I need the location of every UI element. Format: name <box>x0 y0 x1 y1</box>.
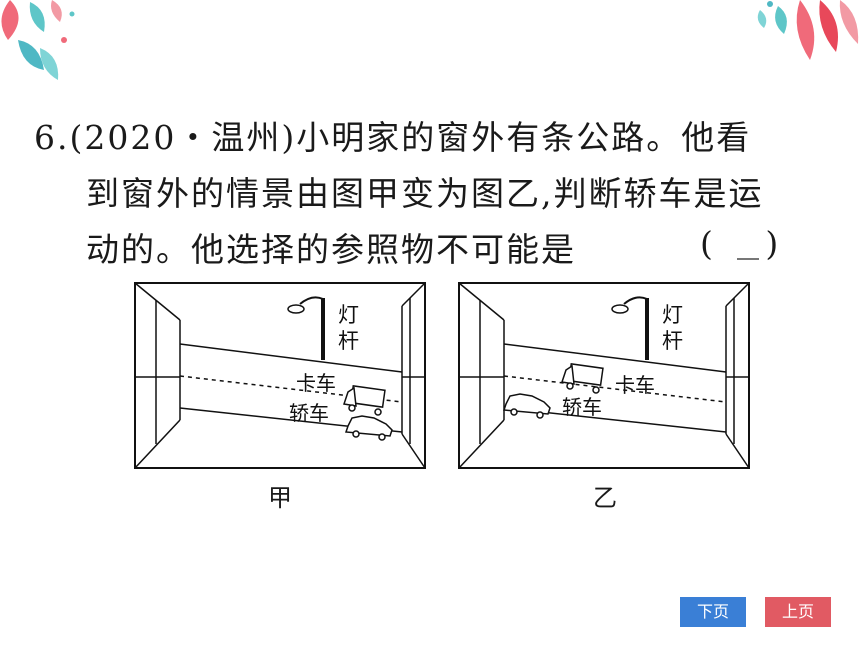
lamp-label-1: 灯 <box>662 303 683 327</box>
prev-page-button[interactable]: 上页 <box>765 597 831 627</box>
question-number: 6. <box>34 118 70 157</box>
lamp-label-1: 灯 <box>338 303 359 327</box>
car-icon <box>502 393 551 419</box>
question-line-3: 动的。他选择的参照物不可能是 <box>86 230 576 269</box>
car-label: 轿车 <box>562 395 602 419</box>
question-text: 6.(2020・温州)小明家的窗外有条公路。他看 到窗外的情景由图甲变为图乙,判… <box>34 110 824 278</box>
figure-caption-yi: 乙 <box>593 484 617 512</box>
truck-icon <box>561 363 604 394</box>
lamp-label-2: 杆 <box>338 329 359 353</box>
answer-parentheses: ( ) <box>700 224 779 263</box>
figure-caption-jia: 甲 <box>268 484 292 512</box>
question-line-2: 到窗外的情景由图甲变为图乙,判断轿车是运 <box>86 174 764 213</box>
truck-label: 卡车 <box>615 373 655 397</box>
leaf-decoration-left <box>1 0 75 80</box>
car-label: 轿车 <box>289 401 329 425</box>
answer-blank <box>737 258 759 260</box>
leaf-decoration-right <box>757 0 859 60</box>
figure-yi: 灯 杆 卡车 轿车 <box>458 282 750 469</box>
car-icon <box>344 415 393 441</box>
truck-label: 卡车 <box>296 371 336 395</box>
lamp-label-2: 杆 <box>662 329 683 353</box>
figure-jia: 灯 杆 卡车 轿车 <box>134 282 426 469</box>
next-page-button[interactable]: 下页 <box>680 597 746 627</box>
truck-icon <box>343 385 386 416</box>
question-line-1: 6.(2020・温州)小明家的窗外有条公路。他看 <box>34 118 752 157</box>
